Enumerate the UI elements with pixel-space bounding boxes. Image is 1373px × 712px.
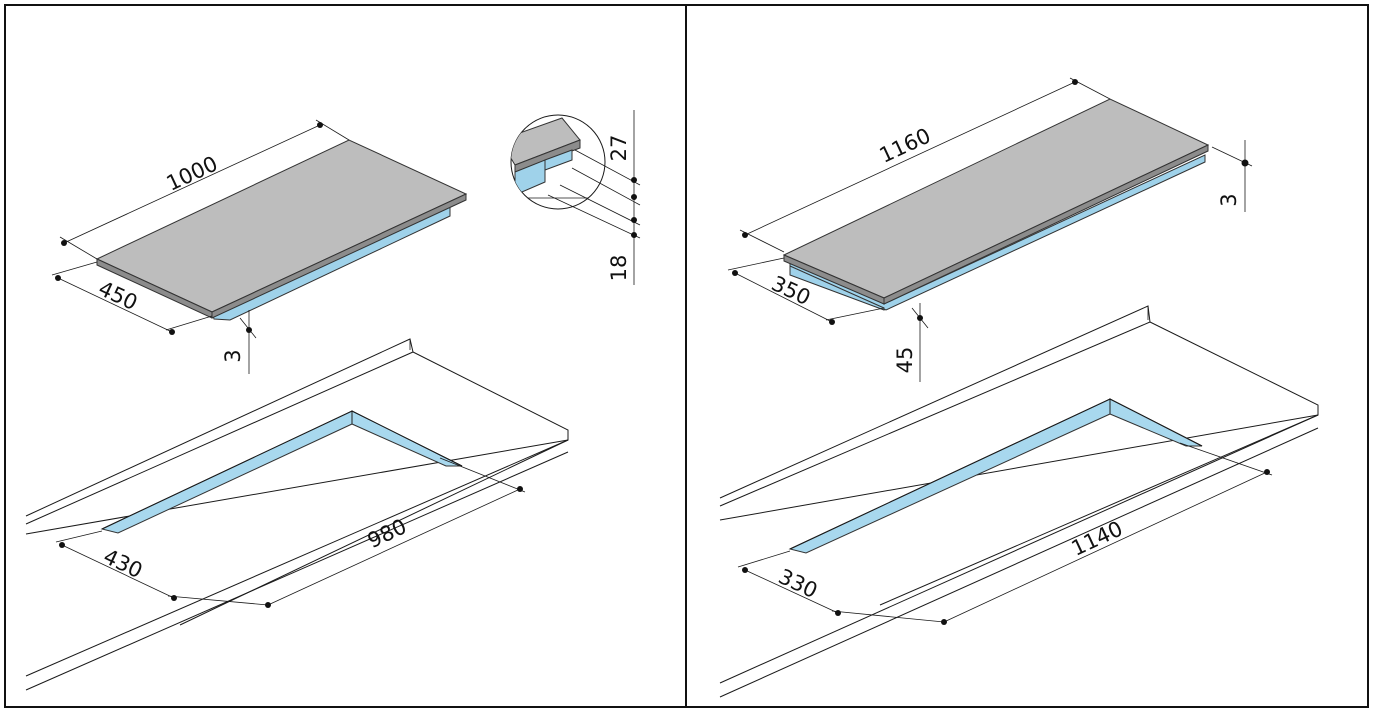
- label-27: 27: [607, 135, 631, 162]
- dimension-45: 45: [893, 303, 929, 382]
- label-980: 980: [364, 514, 410, 553]
- right-panel: 1160 350 45 3: [719, 77, 1319, 698]
- countertop-left: [25, 338, 569, 691]
- label-3-right: 3: [1217, 193, 1241, 206]
- left-panel: 1000 450 3 980: [25, 110, 641, 691]
- dimension-430: 430: [55, 530, 269, 606]
- dimension-3-right: 3: [1211, 140, 1253, 212]
- detail-magnifier: 27 18: [510, 110, 641, 285]
- label-1000: 1000: [163, 151, 222, 195]
- dimension-980: 980: [265, 457, 526, 608]
- label-45: 45: [893, 347, 917, 374]
- dimension-330: 330: [737, 550, 945, 623]
- cutout-right: [788, 398, 1203, 554]
- cutout-left: [100, 410, 463, 534]
- dimension-1140: 1140: [941, 442, 1273, 625]
- label-330: 330: [775, 564, 821, 603]
- label-18: 18: [607, 255, 631, 282]
- dimension-3-left: 3: [221, 310, 257, 374]
- label-430: 430: [100, 544, 146, 583]
- hob-left: [95, 139, 468, 321]
- label-3-left: 3: [221, 349, 245, 362]
- countertop-right: [719, 305, 1319, 698]
- hob-right: [782, 98, 1210, 311]
